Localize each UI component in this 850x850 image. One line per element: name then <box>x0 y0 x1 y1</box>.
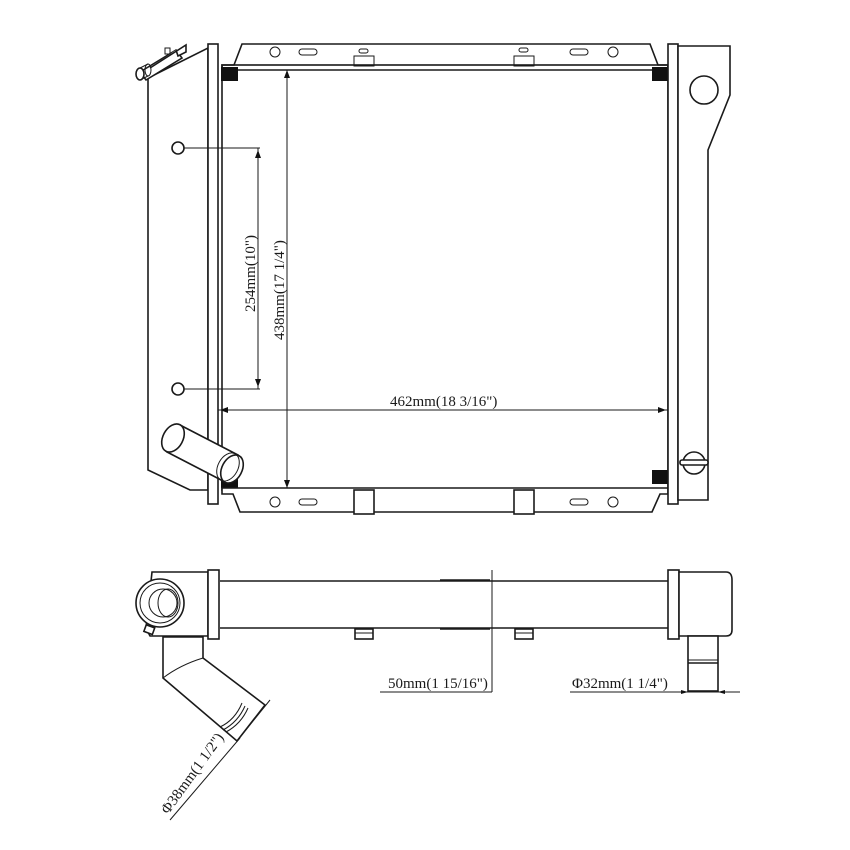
outlet-pipe <box>687 635 719 692</box>
seal-block-top-right <box>652 67 669 81</box>
mount-pin-lower <box>171 382 185 396</box>
mount-pin-upper <box>171 141 185 155</box>
side-bracket-left <box>354 628 374 640</box>
top-header-plate <box>221 43 669 71</box>
inlet-diameter-label: Φ38mm(1 1/2") <box>158 730 227 817</box>
bottom-bracket-right <box>513 489 535 515</box>
right-tank-top <box>678 571 733 637</box>
drain-plug <box>679 451 709 475</box>
core-thickness-dimension: 50mm(1 15/16") <box>380 570 493 693</box>
bottom-mount-hole-right <box>607 496 619 508</box>
side-bracket-right <box>514 628 534 640</box>
bottom-bracket-left <box>353 489 375 515</box>
inlet-pipe <box>162 636 271 743</box>
mount-spacing-dimension: 254mm(10") <box>184 147 261 390</box>
bottom-header-plate <box>221 487 669 513</box>
seal-block-top-left <box>221 67 238 81</box>
top-slot-small-right <box>518 47 529 53</box>
outlet-port <box>689 75 719 105</box>
top-slot-left <box>298 48 318 56</box>
inlet-diameter-dimension: Φ38mm(1 1/2") <box>158 730 241 821</box>
right-tank <box>677 45 731 501</box>
top-bracket-left <box>353 55 375 67</box>
right-tank-flange <box>667 43 679 505</box>
left-flange-top <box>207 569 220 640</box>
top-slot-small-left <box>358 48 369 54</box>
left-tank <box>147 46 209 491</box>
filler-neck-top <box>135 578 185 636</box>
right-flange-top <box>667 569 680 640</box>
lower-pipe <box>160 423 245 484</box>
radiator-core <box>221 64 669 491</box>
width-dimension: 462mm(18 3/16") <box>218 394 668 413</box>
outlet-diameter-label: Φ32mm(1 1/4") <box>572 676 668 692</box>
bottom-mount-hole-left <box>269 496 281 508</box>
width-label: 462mm(18 3/16") <box>390 394 497 410</box>
mount-spacing-label: 254mm(10") <box>243 235 259 312</box>
core-height-dimension: 438mm(17 1/4") <box>272 70 290 488</box>
core-height-label: 438mm(17 1/4") <box>272 240 288 340</box>
top-bracket-right <box>513 55 535 67</box>
filler-cap <box>135 43 187 82</box>
seal-block-bottom-right <box>652 470 669 484</box>
bottom-slot-right <box>569 498 589 506</box>
bottom-slot-left <box>298 498 318 506</box>
top-view: Φ38mm(1 1/2") 50mm(1 15/16") Φ32mm(1 1/4… <box>135 569 740 821</box>
core-thickness-label: 50mm(1 15/16") <box>388 676 488 692</box>
left-tank-flange <box>207 43 219 505</box>
top-mount-hole-left <box>269 46 281 58</box>
outlet-diameter-dimension: Φ32mm(1 1/4") <box>570 676 740 694</box>
top-mount-hole-right <box>607 46 619 58</box>
top-slot-right <box>569 48 589 56</box>
front-view: 438mm(17 1/4") 254mm(10") 462mm(18 3/16"… <box>135 43 731 515</box>
